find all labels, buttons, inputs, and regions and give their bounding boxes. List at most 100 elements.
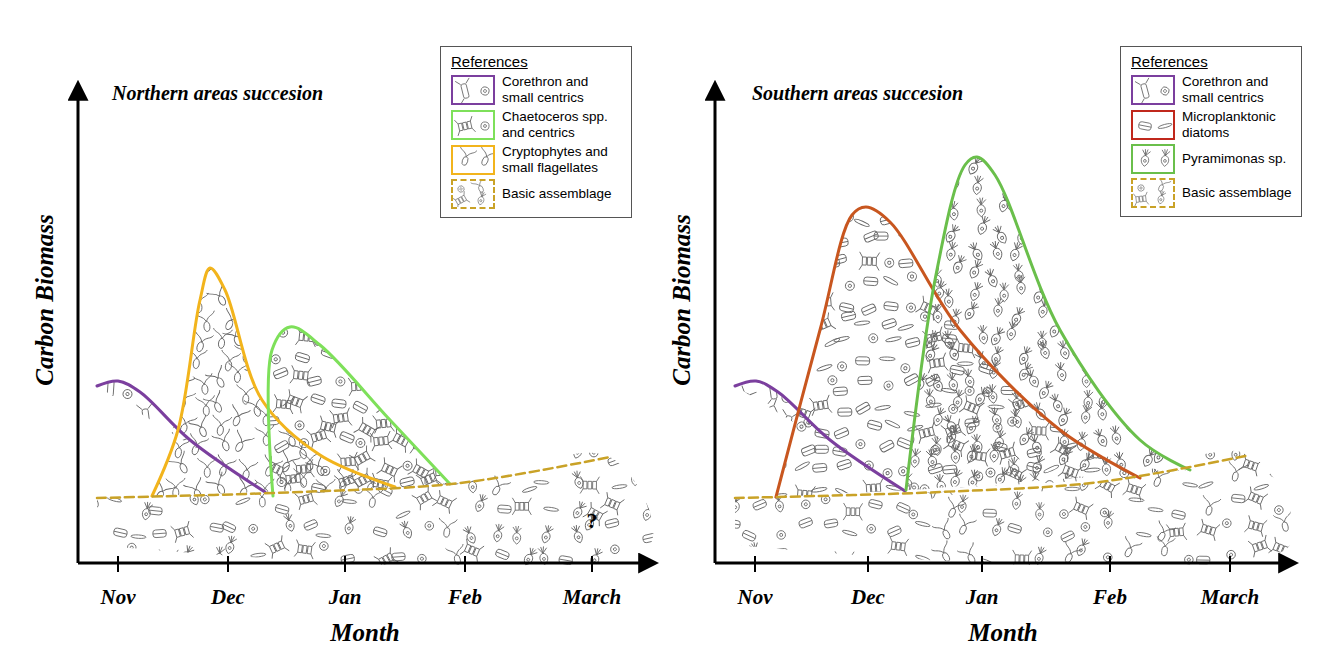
cell-glyph [1142,414,1157,435]
cell-glyph [1156,216,1173,237]
cell-glyph [419,342,442,364]
cell-glyph [95,453,116,481]
cell-glyph [106,439,118,451]
cell-glyph [167,307,188,329]
cell-glyph [874,232,888,240]
cell-glyph [1222,518,1232,528]
cell-glyph [944,424,961,445]
cell-glyph [113,527,128,537]
cell-glyph [1015,183,1025,203]
cell-glyph [962,368,976,389]
cell-glyph [1248,535,1272,557]
axis-tick [1229,556,1231,572]
cell-glyph [244,395,268,419]
cell-glyph [1161,149,1170,167]
cell-glyph [294,540,315,560]
month-label: March [1201,585,1259,610]
cell-glyph [275,322,296,344]
cell-glyph [436,390,446,400]
cell-glyph [1093,310,1106,330]
legend-swatch [1131,75,1175,105]
cell-glyph [1052,229,1068,237]
x-axis [78,562,655,565]
cell-glyph [1077,278,1088,298]
cell-glyph [833,427,849,440]
cell-glyph [1075,476,1086,496]
cell-glyph [845,280,856,291]
cell-glyph [751,470,766,483]
legend-text: Cryptophytes and small flagellates [502,144,623,175]
cell-glyph [879,439,895,453]
cell-glyph [887,525,902,537]
cell-glyph [1090,195,1100,214]
cell-glyph [145,320,168,344]
cell-glyph [148,506,162,515]
cell-glyph [1138,121,1152,130]
cell-glyph [360,351,382,371]
cell-glyph [1057,387,1069,399]
cell-glyph [379,343,398,363]
cell-glyph [717,539,741,562]
cell-glyph [1113,259,1127,280]
legend-text: Chaetoceros spp. and centrics [502,109,623,140]
cell-glyph [772,238,788,247]
cell-glyph [1165,389,1178,409]
cell-glyph [1111,490,1127,500]
cell-glyph [1012,491,1023,510]
cell-glyph [976,215,991,236]
legend-text: Pyramimonas sp. [1182,151,1286,167]
cell-glyph [926,448,939,468]
cell-glyph [899,259,914,268]
cell-glyph [1059,509,1069,519]
cell-glyph [811,218,827,228]
cell-glyph [316,533,331,538]
cell-glyph [142,345,164,368]
cell-glyph [73,519,97,544]
cell-glyph [900,362,912,374]
cell-glyph [137,434,163,464]
cell-glyph [866,523,877,534]
cell-glyph [1043,527,1053,537]
cell-glyph [272,266,298,293]
cell-glyph [909,317,925,338]
cell-glyph [932,406,947,427]
legend-text: Basic assemblage [1182,185,1292,201]
cell-glyph [235,458,258,482]
cell-glyph [171,375,193,403]
cell-glyph [1185,350,1194,369]
cell-glyph [814,282,829,291]
cell-glyph [153,529,167,538]
cell-glyph [1164,367,1176,387]
cell-glyph [967,469,980,490]
cell-glyph [1177,289,1189,309]
cell-glyph [794,485,815,505]
axis-tick [344,556,346,572]
cell-glyph [395,510,410,520]
cell-glyph [1174,413,1185,433]
month-label: Feb [448,585,482,610]
cell-glyph [1175,425,1188,445]
cell-glyph [833,387,848,396]
cell-glyph [265,535,289,559]
cell-glyph [369,350,391,370]
cell-glyph [874,405,890,411]
cell-glyph [399,476,415,487]
cell-glyph [859,252,880,271]
cell-glyph [393,331,417,353]
cell-glyph [580,476,599,493]
cell-glyph [1001,485,1017,498]
legend-swatch [451,179,495,209]
cell-glyph [1113,223,1130,244]
cell-glyph [1097,245,1108,265]
cell-glyph [117,478,135,504]
cell-glyph [1156,301,1166,320]
month-label: Nov [738,585,773,610]
cell-glyph [791,329,816,353]
cell-glyph [141,501,153,520]
cell-glyph [514,457,529,468]
cell-glyph [1111,475,1127,496]
cell-glyph [512,498,531,515]
cell-glyph [349,445,375,470]
cell-glyph [1057,407,1073,428]
cell-glyph [439,444,462,467]
